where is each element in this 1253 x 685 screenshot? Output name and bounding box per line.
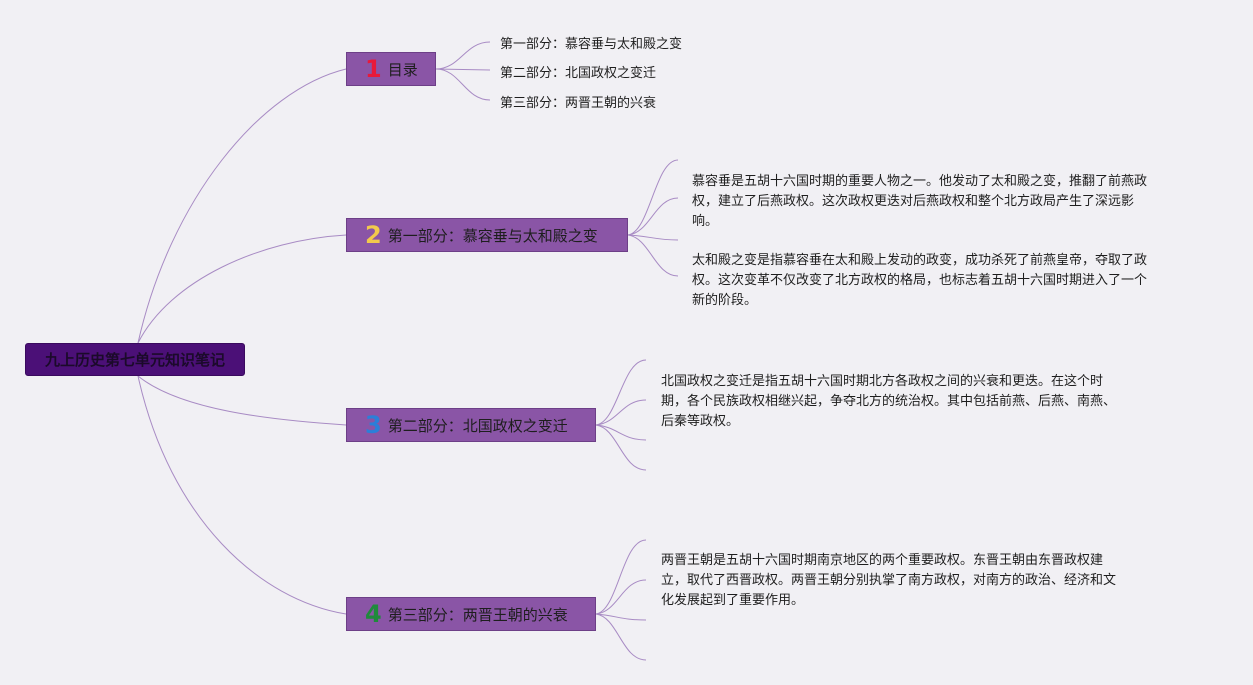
note-part1-a[interactable]: 慕容垂是五胡十六国时期的重要人物之一。他发动了太和殿之变，推翻了前燕政 权，建立… [692,172,1147,232]
link-root-branch3 [137,375,347,426]
number-badge-4: 4 [365,600,382,628]
branch-toc[interactable]: 1 目录 [346,52,436,86]
link-branch1-leaf2 [435,68,491,71]
leaf-toc-part2[interactable]: 第二部分：北国政权之变迁 [500,66,657,81]
note-part3[interactable]: 两晋王朝是五胡十六国时期南京地区的两个重要政权。东晋王朝由东晋政权建 立，取代了… [661,551,1116,611]
note-line: 太和殿之变是指慕容垂在太和殿上发动的政变，成功杀死了前燕皇帝，夺取了政 [692,253,1148,268]
link-root-branch4 [137,375,347,615]
branch-label: 目录 [387,60,418,79]
link-branch3-c [595,424,647,441]
note-line: 权。这次变革不仅改变了北方政权的格局，也标志着五胡十六国时期进入了一个 [692,273,1148,288]
branch-part1[interactable]: 2 第一部分：慕容垂与太和殿之变 [346,218,628,252]
note-line: 化发展起到了重要作用。 [661,593,805,608]
root-title: 九上历史第七单元知识笔记 [44,351,225,369]
link-branch4-d [595,613,647,661]
leaf-toc-part3[interactable]: 第三部分：两晋王朝的兴衰 [500,96,657,111]
note-line: 权，建立了后燕政权。这次政权更迭对后燕政权和整个北方政局产生了深远影 [692,194,1135,209]
note-line: 期，各个民族政权相继兴起，争夺北方的统治权。其中包括前燕、后燕、南燕、 [661,394,1117,409]
link-root-branch1 [137,68,347,344]
note-part1-b[interactable]: 太和殿之变是指慕容垂在太和殿上发动的政变，成功杀死了前燕皇帝，夺取了政 权。这次… [692,251,1147,311]
number-badge-3: 3 [365,411,382,439]
number-badge-2: 2 [365,221,382,249]
link-branch2-a [627,159,679,236]
note-line: 响。 [692,214,719,229]
link-branch2-c [627,234,679,241]
note-line: 两晋王朝是五胡十六国时期南京地区的两个重要政权。东晋王朝由东晋政权建 [661,553,1104,568]
link-root-branch2 [137,234,347,344]
link-branch4-a [595,539,647,615]
branch-label: 第三部分：两晋王朝的兴衰 [387,605,568,624]
link-branch2-b [627,197,679,236]
link-branch1-leaf3 [435,68,491,101]
branch-part3[interactable]: 4 第三部分：两晋王朝的兴衰 [346,597,596,631]
number-badge-1: 1 [365,55,382,83]
leaf-toc-part1[interactable]: 第一部分：慕容垂与太和殿之变 [500,37,683,52]
link-branch3-b [595,399,647,426]
link-branch3-a [595,359,647,426]
branch-label: 第二部分：北国政权之变迁 [387,416,568,435]
link-branch3-d [595,424,647,471]
note-part2[interactable]: 北国政权之变迁是指五胡十六国时期北方各政权之间的兴衰和更迭。在这个时 期，各个民… [661,372,1116,432]
link-branch2-d [627,234,679,277]
note-line: 慕容垂是五胡十六国时期的重要人物之一。他发动了太和殿之变，推翻了前燕政 [692,174,1148,189]
note-line: 北国政权之变迁是指五胡十六国时期北方各政权之间的兴衰和更迭。在这个时 [661,374,1104,389]
root-node[interactable]: 九上历史第七单元知识笔记 [25,343,245,376]
branch-part2[interactable]: 3 第二部分：北国政权之变迁 [346,408,596,442]
note-line: 新的阶段。 [692,293,758,308]
link-branch4-b [595,579,647,615]
link-branch1-leaf1 [435,41,491,70]
note-line: 后秦等政权。 [661,414,740,429]
note-line: 立，取代了西晋政权。两晋王朝分别执掌了南方政权，对南方的政治、经济和文 [661,573,1117,588]
link-branch4-c [595,613,647,621]
branch-label: 第一部分：慕容垂与太和殿之变 [387,226,598,245]
